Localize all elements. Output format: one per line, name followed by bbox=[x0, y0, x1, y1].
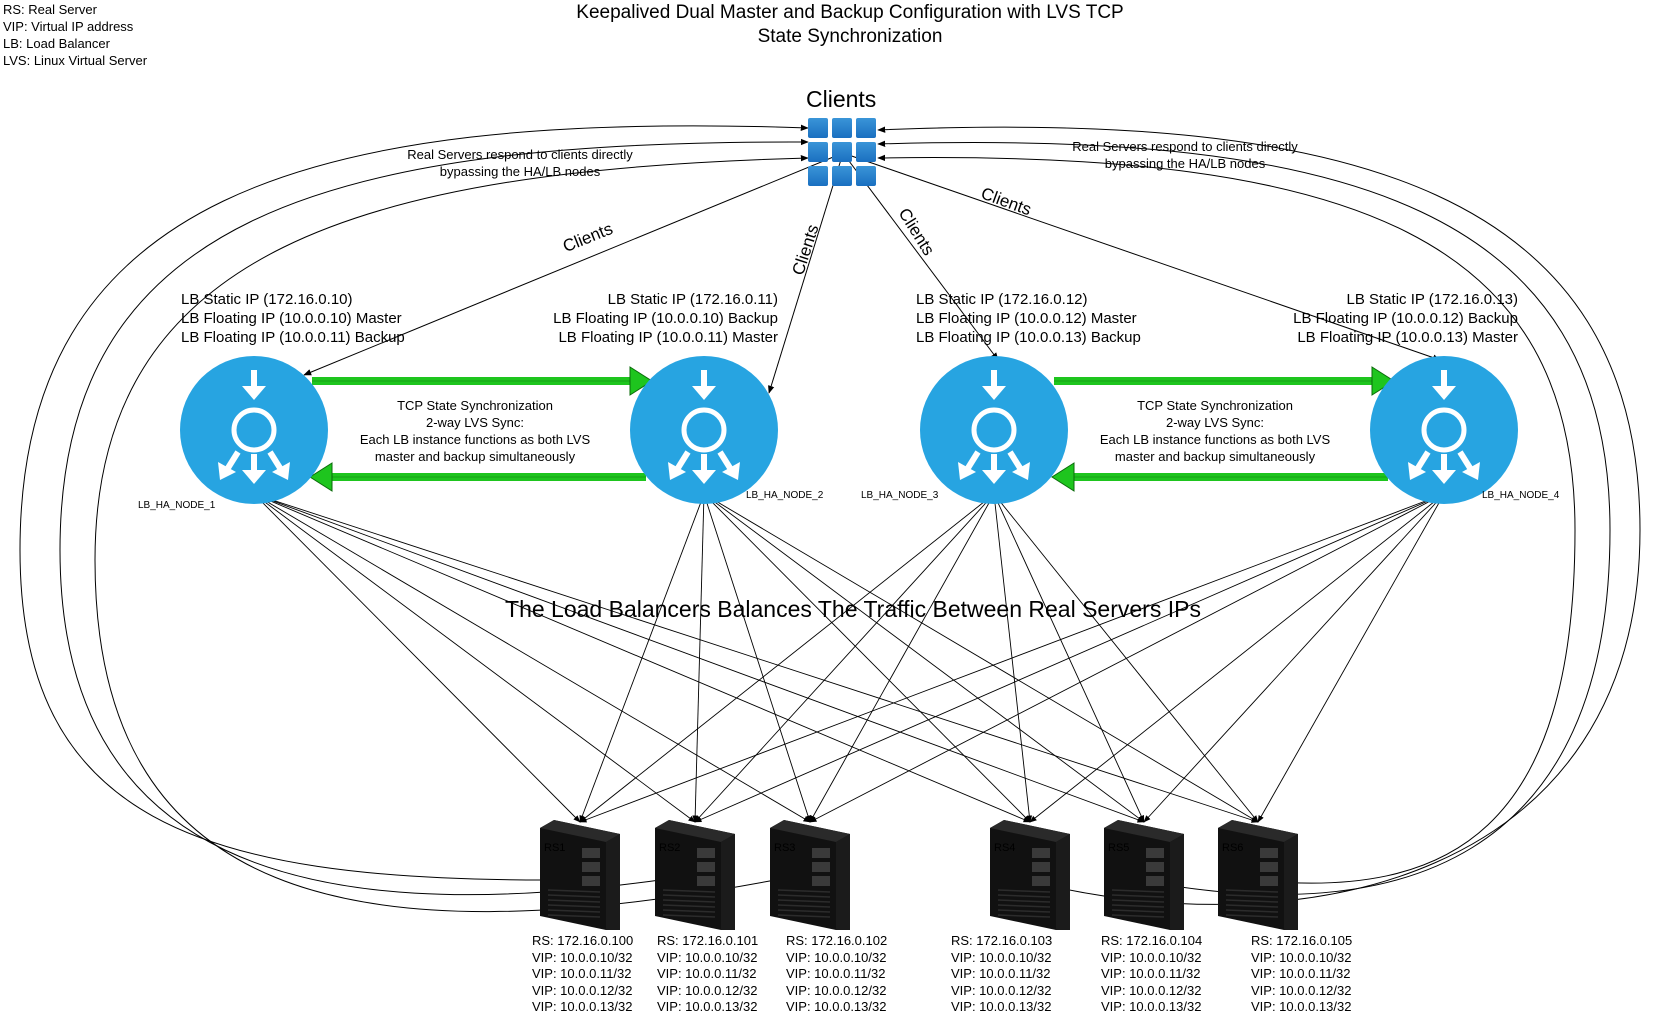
note-right: Real Servers respond to clients directly… bbox=[1072, 139, 1298, 171]
legend-item: VIP: Virtual IP address bbox=[3, 19, 134, 34]
load-balancer-icon[interactable] bbox=[630, 356, 778, 504]
connector-lines bbox=[19, 124, 1641, 913]
load-balancer-icon[interactable] bbox=[920, 356, 1068, 504]
server-icon[interactable]: RS3 bbox=[770, 820, 850, 930]
server-name: RS6 bbox=[1222, 842, 1244, 854]
lb-node-label: LB_HA_NODE_1 bbox=[138, 500, 216, 511]
lb-node-label: LB_HA_NODE_3 bbox=[861, 490, 939, 501]
server-name: RS2 bbox=[659, 842, 681, 854]
clients-grid-icon[interactable] bbox=[808, 118, 878, 188]
legend-item: RS: Real Server bbox=[3, 2, 97, 17]
lb-node-3-info: LB Static IP (172.16.0.12)LB Floating IP… bbox=[916, 291, 1141, 346]
sync-arrows bbox=[309, 366, 1395, 492]
server-name: RS5 bbox=[1108, 842, 1130, 854]
server-icon[interactable]: RS4 bbox=[990, 820, 1070, 930]
lb-node-4-info: LB Static IP (172.16.0.13)LB Floating IP… bbox=[1293, 291, 1518, 346]
lb-node-2-info: LB Static IP (172.16.0.11)LB Floating IP… bbox=[553, 291, 778, 346]
legend-item: LVS: Linux Virtual Server bbox=[3, 53, 148, 68]
clients-title: Clients bbox=[806, 86, 877, 112]
traffic-banner: The Load Balancers Balances The Traffic … bbox=[505, 596, 1201, 622]
server-icon[interactable]: RS1 bbox=[540, 820, 620, 930]
diagram-subtitle: State Synchronization bbox=[757, 26, 943, 47]
diagram-title: Keepalived Dual Master and Backup Config… bbox=[576, 2, 1124, 23]
server-name: RS4 bbox=[994, 842, 1016, 854]
lb-node-label: LB_HA_NODE_2 bbox=[746, 490, 824, 501]
lb-node-1-info: LB Static IP (172.16.0.10)LB Floating IP… bbox=[181, 291, 405, 346]
note-left: Real Servers respond to clients directly… bbox=[407, 147, 633, 179]
server-icon[interactable]: RS6 bbox=[1218, 820, 1298, 930]
legend-item: LB: Load Balancer bbox=[3, 36, 110, 51]
server-name: RS1 bbox=[544, 842, 566, 854]
server-icon[interactable]: RS5 bbox=[1104, 820, 1184, 930]
load-balancer-icon[interactable] bbox=[180, 356, 328, 504]
server-name: RS3 bbox=[774, 842, 796, 854]
load-balancer-icon[interactable] bbox=[1370, 356, 1518, 504]
lb-node-label: LB_HA_NODE_4 bbox=[1482, 490, 1560, 501]
server-icon[interactable]: RS2 bbox=[655, 820, 735, 930]
